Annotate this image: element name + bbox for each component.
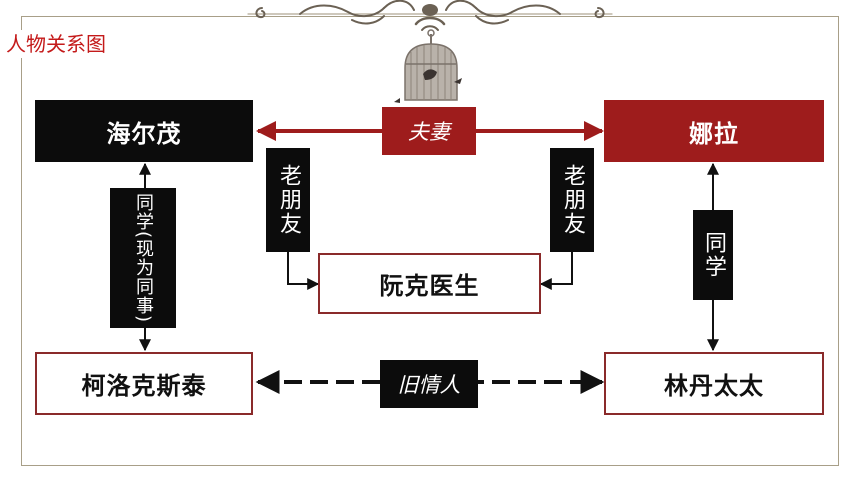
label-former-lovers: 旧情人 (380, 360, 478, 408)
node-linde: 林丹太太 (604, 352, 824, 415)
page-title: 人物关系图 (6, 30, 110, 58)
label-classmate-left-note: (现为同事) (133, 230, 154, 324)
node-nora: 娜拉 (604, 100, 824, 162)
label-old-friend-right: 老朋友 (550, 148, 594, 252)
birdcage-icon (394, 29, 462, 103)
ornament-flourish-icon (247, 0, 613, 31)
label-classmate-left: 同学 (现为同事) (110, 188, 176, 328)
label-spouse: 夫妻 (382, 107, 476, 155)
label-old-friend-left: 老朋友 (266, 148, 310, 252)
label-classmate-left-text: 同学 (133, 192, 154, 231)
node-helmer: 海尔茂 (35, 100, 253, 162)
node-rank: 阮克医生 (318, 253, 541, 314)
node-krogstad: 柯洛克斯泰 (35, 352, 253, 415)
diagram-frame (21, 16, 839, 466)
label-classmate-right: 同学 (693, 210, 733, 300)
